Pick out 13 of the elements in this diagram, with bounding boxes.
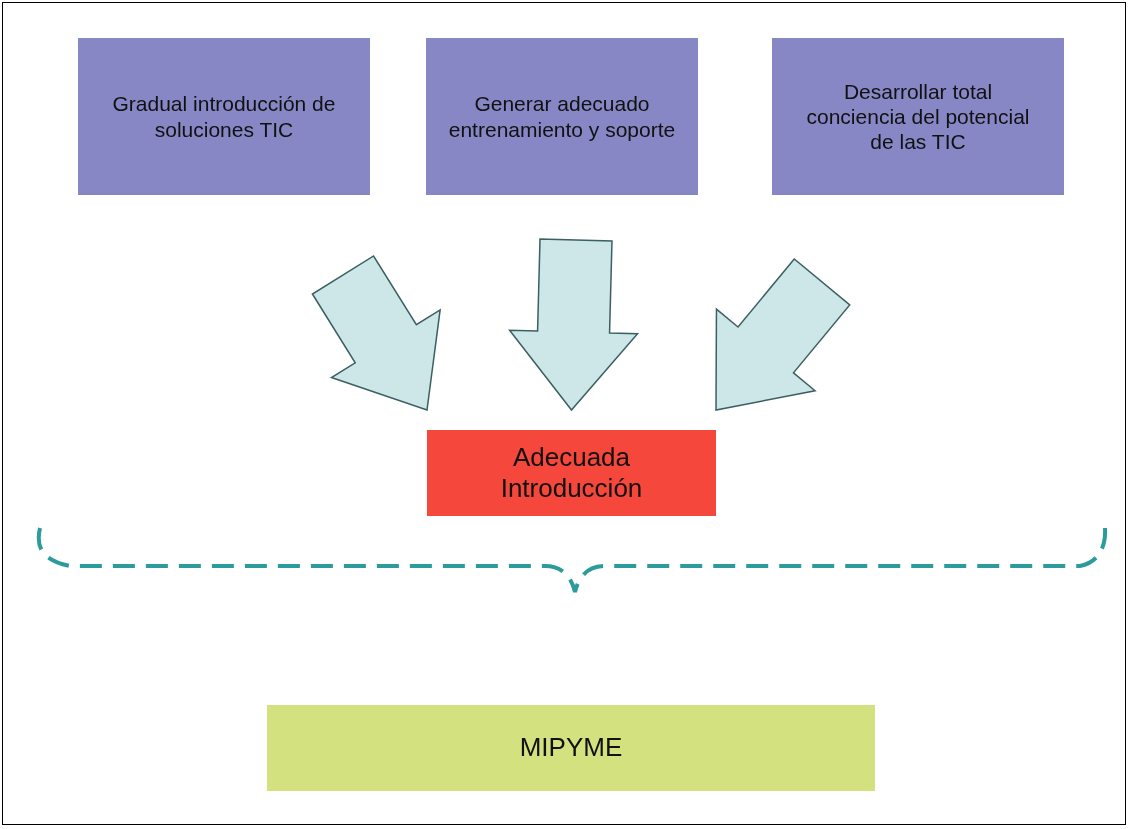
target-box bbox=[267, 705, 875, 791]
result-box bbox=[427, 430, 716, 516]
process-box bbox=[426, 38, 698, 195]
box-label: MIPYME bbox=[519, 732, 623, 764]
box-label: Gradual introducción de soluciones TIC bbox=[111, 91, 337, 142]
block-arrow bbox=[508, 238, 640, 412]
process-box bbox=[78, 38, 370, 195]
box-label: Desarrollar total conciencia del potencial de las TIC bbox=[805, 78, 1031, 155]
box-label: Adecuada Introducción bbox=[499, 441, 644, 505]
box-label: Generar adecuado entrenamiento y soporte bbox=[448, 91, 676, 142]
process-box bbox=[772, 38, 1064, 195]
block-arrow bbox=[311, 254, 442, 411]
block-arrow bbox=[715, 258, 851, 411]
